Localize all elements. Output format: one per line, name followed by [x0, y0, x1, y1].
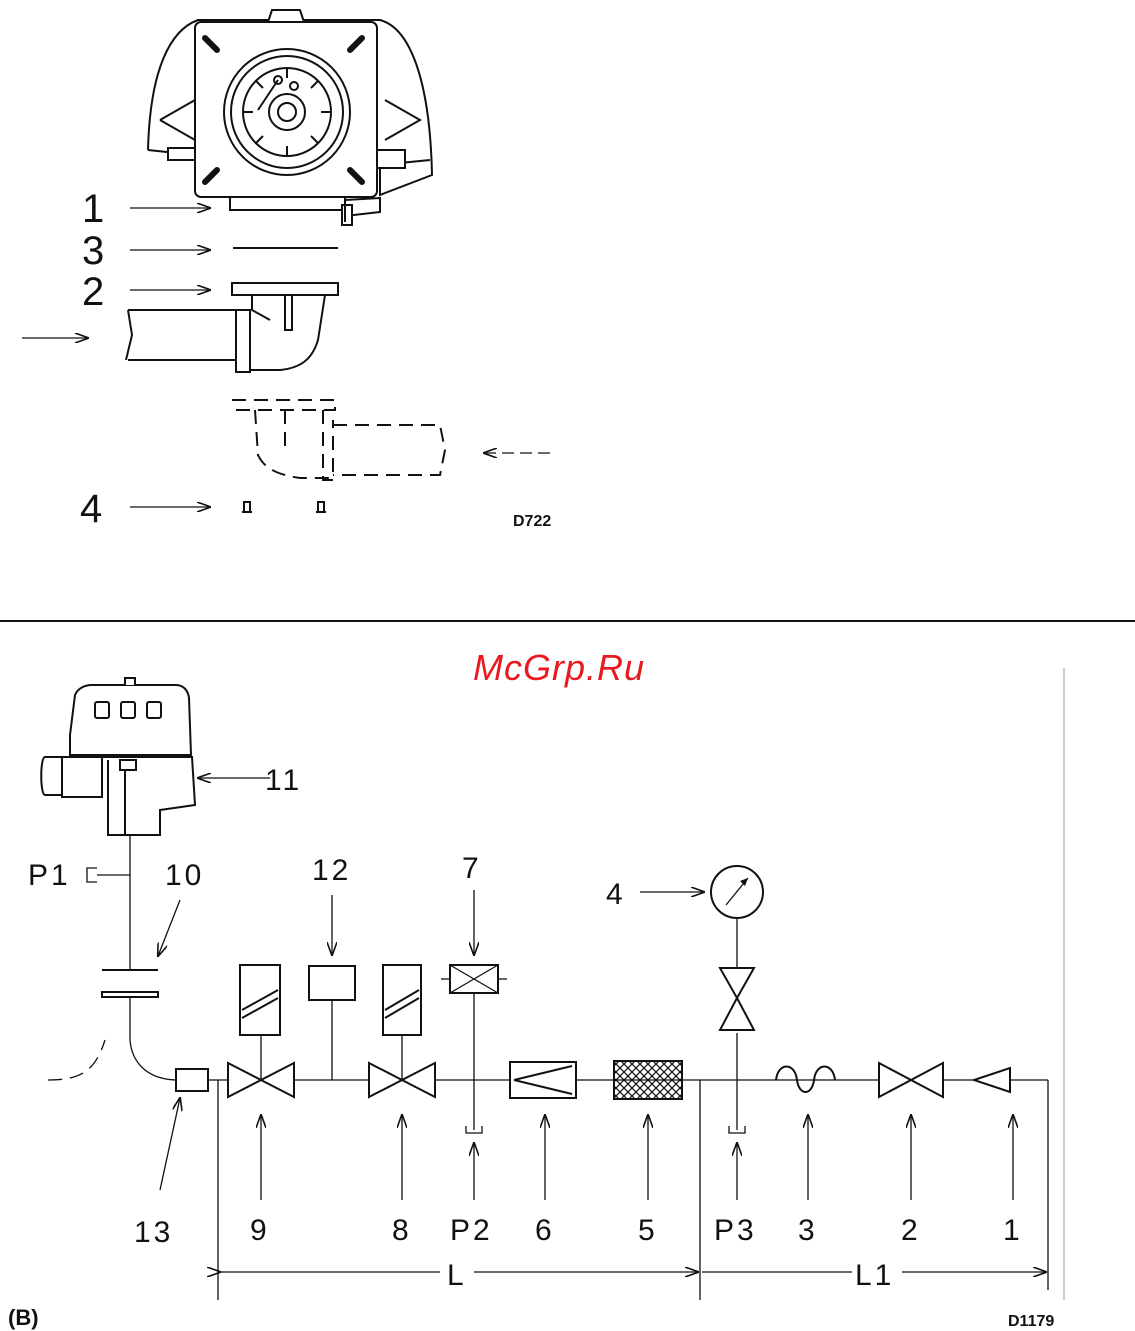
anti-vibration-joint-3 [776, 1067, 835, 1093]
component-12 [309, 966, 355, 1000]
component-13 [176, 1069, 208, 1091]
gas-train-schematic: McGrp.Ru 11 P1 10 [8, 647, 1064, 1330]
burner-assembly-drawing: 1 3 2 4 D722 [22, 10, 551, 531]
callout-5: 5 [638, 1214, 658, 1247]
callout-1: 1 [82, 187, 104, 231]
callout-7: 7 [462, 852, 482, 885]
section-label-b: (B) [8, 1305, 39, 1330]
callout-1-inlet: 1 [1003, 1214, 1023, 1247]
gas-inlet-1 [974, 1068, 1010, 1092]
gauge-valve [720, 968, 754, 1030]
callout-4: 4 [80, 487, 102, 531]
gas-pipe [126, 310, 236, 360]
burner-11 [41, 678, 195, 835]
drawing-code-top: D722 [513, 513, 551, 530]
label-l: L [447, 1259, 467, 1292]
callout-2-valve: 2 [901, 1214, 921, 1247]
callout-3: 3 [82, 229, 104, 273]
part-2-elbow-flange [232, 283, 338, 295]
label-p2: P2 [450, 1214, 493, 1247]
elbow-socket [236, 310, 250, 372]
callout-13: 13 [134, 1216, 173, 1249]
drawing-code-bottom: D1179 [1008, 1313, 1054, 1330]
callout-3-joint: 3 [798, 1214, 818, 1247]
part-1-gasket-seat [230, 197, 345, 210]
watermark: McGrp.Ru [473, 647, 645, 688]
part-4-bolts [242, 502, 326, 512]
label-l1: L1 [855, 1259, 894, 1292]
callout-12: 12 [312, 854, 351, 887]
alternate-elbow-dashed [232, 400, 445, 480]
callout-6: 6 [535, 1214, 555, 1247]
valve-2 [879, 1063, 943, 1097]
callout-10: 10 [165, 859, 204, 892]
label-p1: P1 [28, 859, 71, 892]
filter-5 [614, 1061, 682, 1099]
label-p3: P3 [714, 1214, 757, 1247]
callout-2: 2 [82, 270, 104, 314]
callout-4-gauge: 4 [606, 878, 626, 911]
callout-8: 8 [392, 1214, 412, 1247]
callout-9: 9 [250, 1214, 270, 1247]
callout-11: 11 [265, 764, 302, 797]
